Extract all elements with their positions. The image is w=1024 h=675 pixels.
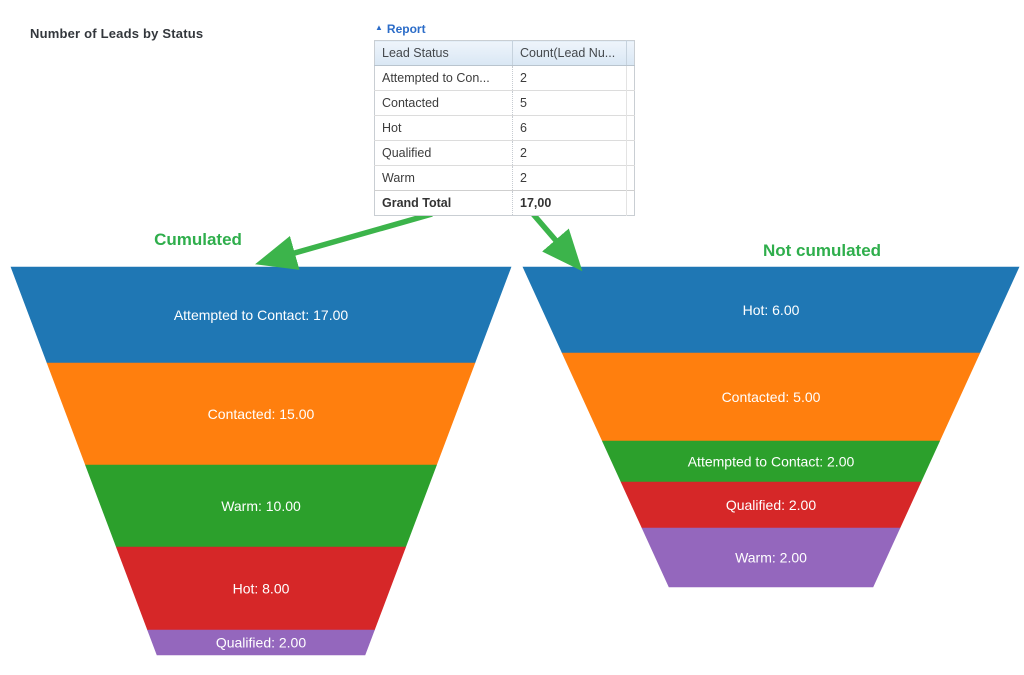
cell-count: 2 (512, 65, 627, 91)
arrow-to-cumulated-funnel (255, 211, 433, 270)
funnel-segment-label: Qualified: 2.00 (216, 635, 306, 651)
table-scrollbar-track (626, 165, 635, 191)
table-scrollbar[interactable] (626, 40, 635, 66)
column-header-count[interactable]: Count(Lead Nu... (512, 40, 627, 66)
table-scrollbar-track (626, 65, 635, 91)
cell-count: 2 (512, 165, 627, 191)
not-cumulated-label: Not cumulated (762, 241, 882, 260)
funnel-segment-label: Hot: 8.00 (233, 581, 290, 597)
column-header-lead-status[interactable]: Lead Status (374, 40, 513, 66)
cell-count: 5 (512, 90, 627, 116)
cumulated-label: Cumulated (154, 230, 242, 249)
funnel-segment-label: Attempted to Contact: 17.00 (174, 307, 349, 323)
cell-lead-status: Hot (374, 115, 513, 141)
cell-count: 2 (512, 140, 627, 166)
grand-total-label: Grand Total (374, 190, 513, 216)
page-title: Number of Leads by Status (30, 26, 204, 41)
report-collapse-link[interactable]: ▲ Report (375, 22, 635, 36)
report-link-label: Report (386, 22, 426, 36)
cell-count: 6 (512, 115, 627, 141)
arrow-to-not-cumulated-funnel (530, 212, 583, 272)
funnel-segment-label: Warm: 10.00 (221, 498, 301, 514)
funnel-cumulated-segment-qualified[interactable] (147, 629, 375, 656)
funnel-not-cumulated-segment-warm[interactable] (641, 527, 901, 588)
grand-total-value: 17,00 (512, 190, 627, 216)
table-row[interactable]: Attempted to Con...2 (374, 65, 635, 91)
table-scrollbar-track (626, 115, 635, 141)
funnel-segment-label: Contacted: 5.00 (722, 389, 821, 405)
funnel-segment-label: Hot: 6.00 (743, 302, 800, 318)
cell-lead-status: Warm (374, 165, 513, 191)
table-scrollbar-track (626, 190, 635, 216)
cell-lead-status: Contacted (374, 90, 513, 116)
funnel-segment-label: Qualified: 2.00 (726, 497, 816, 513)
table-scrollbar-track (626, 90, 635, 116)
cell-lead-status: Attempted to Con... (374, 65, 513, 91)
funnel-segment-label: Warm: 2.00 (735, 550, 807, 566)
cell-lead-status: Qualified (374, 140, 513, 166)
table-scrollbar-track (626, 140, 635, 166)
funnel-segment-label: Contacted: 15.00 (208, 406, 315, 422)
funnel-segment-label: Attempted to Contact: 2.00 (688, 454, 855, 470)
triangle-up-icon: ▲ (375, 23, 383, 32)
